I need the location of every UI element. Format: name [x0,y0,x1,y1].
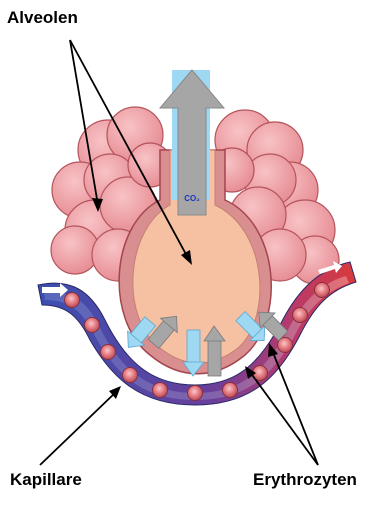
label-erythrozyten: Erythrozyten [253,470,357,490]
label-alveolen: Alveolen [7,8,78,28]
label-kapillare: Kapillare [10,470,82,490]
co2-label-top: CO₂ [184,194,200,203]
